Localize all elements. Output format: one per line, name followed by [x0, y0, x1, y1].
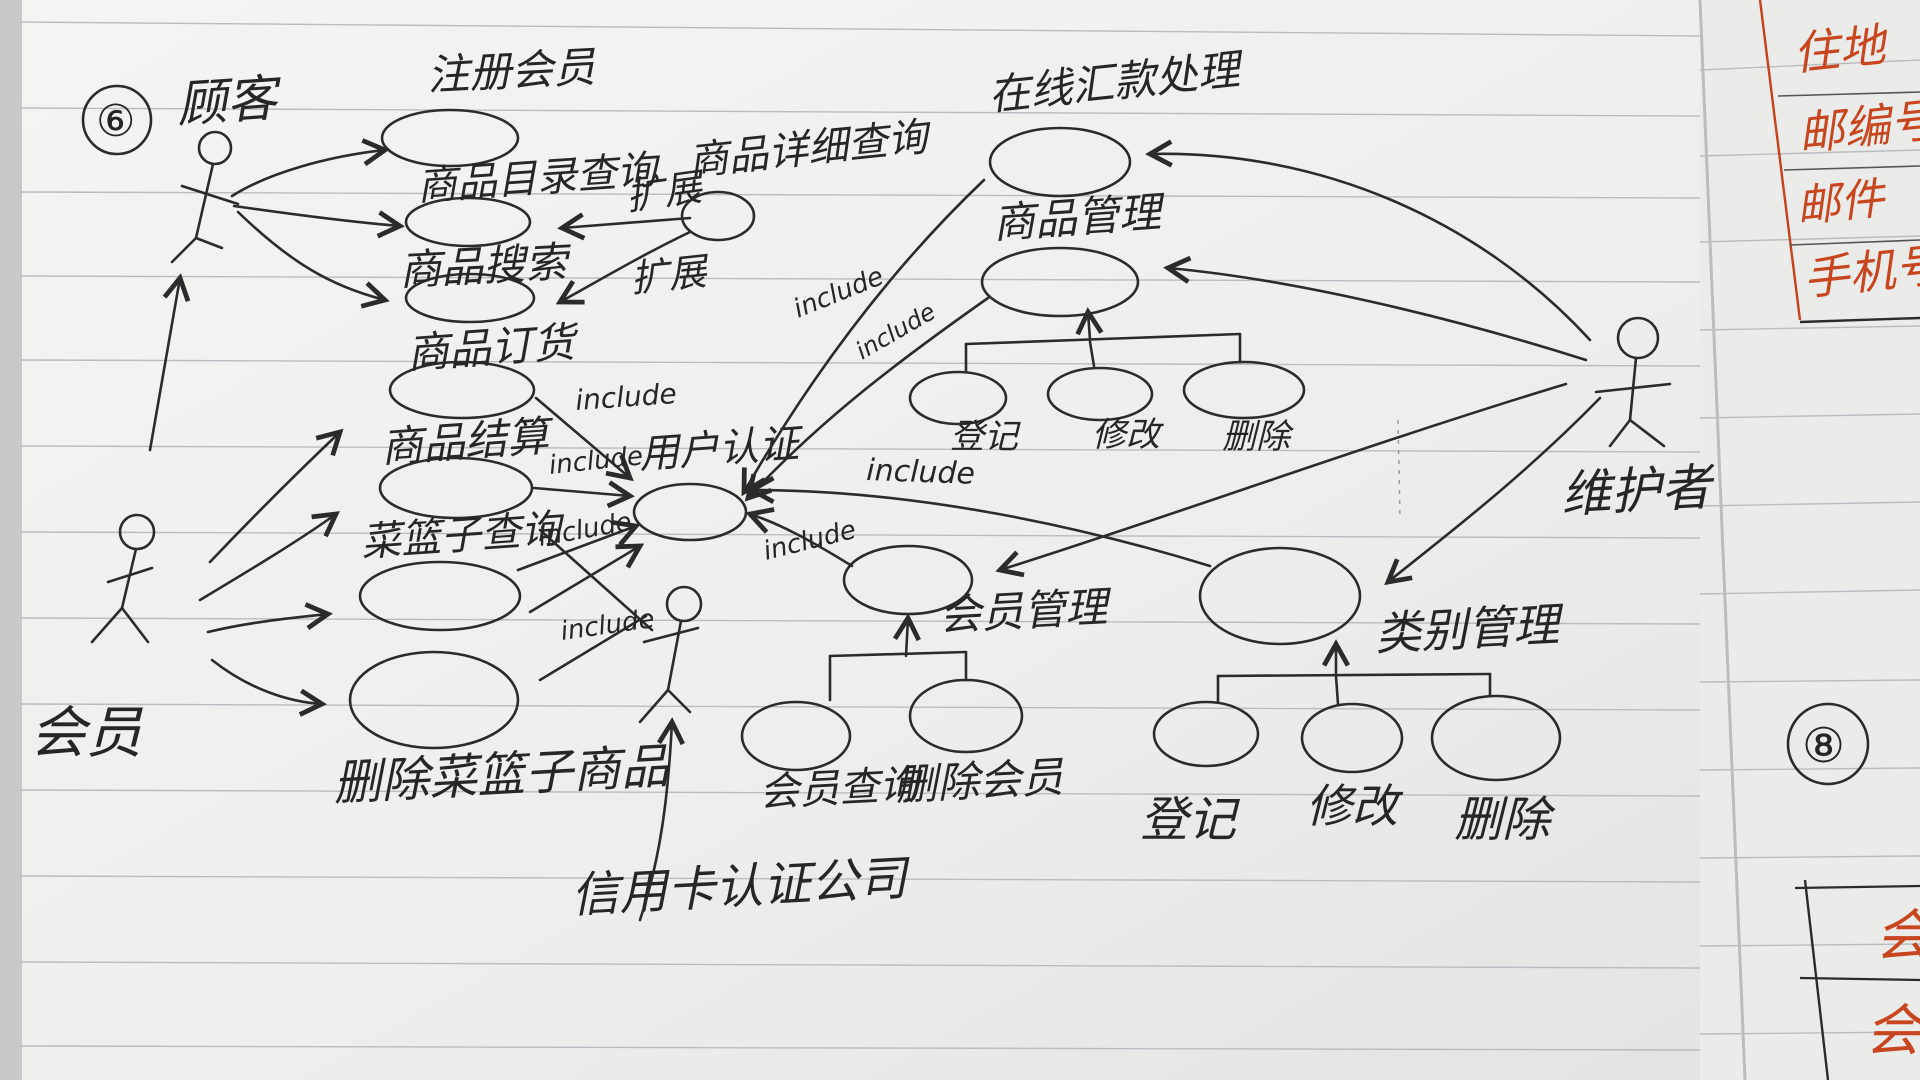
ruled-lines	[19, 21, 1920, 1051]
product-modify-label: 修改	[1092, 415, 1164, 455]
usecase-product-management-label: 商品管理	[991, 187, 1167, 248]
category-management-generalisation	[1216, 644, 1492, 706]
side-notes-table: 住地 邮编号码 邮件 手机号 会 会	[1758, 0, 1920, 1080]
product-delete-label: 删除	[1222, 417, 1294, 457]
usecase-product-order	[388, 360, 536, 420]
include-relations-right	[744, 178, 1212, 568]
usecase-product-register	[908, 370, 1008, 426]
page-gutter	[1698, 0, 1747, 1080]
side-note-bottom-1: 会	[1875, 904, 1920, 969]
usecase-member-query	[740, 700, 852, 772]
actor-credit-company	[638, 585, 703, 724]
usecase-member-management-label: 会员管理	[938, 582, 1113, 640]
page-shadow-left	[0, 0, 22, 1080]
usecase-category-management	[1198, 546, 1362, 646]
usecase-product-checkout	[378, 456, 534, 520]
usecase-category-modify	[1300, 702, 1404, 774]
next-page-number: ⑧	[1802, 718, 1845, 774]
actor-maintainer-label: 维护者	[1560, 458, 1718, 524]
include-label-1: include	[574, 377, 678, 417]
actor-customer	[170, 130, 240, 264]
member-management-generalisation	[828, 618, 968, 702]
member-associations	[198, 432, 340, 704]
usecase-online-payment	[988, 126, 1132, 198]
usecase-category-management-label: 类别管理	[1374, 597, 1567, 661]
maintainer-associations	[1000, 154, 1602, 582]
usecase-product-delete	[1182, 360, 1306, 420]
usecase-delete-basket-item	[348, 650, 520, 750]
customer-associations	[230, 150, 400, 300]
usecase-product-modify	[1046, 366, 1154, 422]
side-note-bottom-2: 会	[1865, 999, 1920, 1064]
actor-maintainer	[1594, 316, 1672, 448]
product-register-label: 登记	[950, 417, 1021, 457]
usecase-detail-query	[680, 190, 756, 242]
actor-customer-label: 顾客	[175, 69, 285, 134]
page-number: ⑥	[96, 96, 135, 147]
usecase-category-delete	[1430, 694, 1562, 782]
category-delete-label: 删除	[1454, 792, 1556, 848]
usecase-basket-query	[358, 560, 522, 632]
product-management-generalisation	[964, 312, 1242, 374]
usecase-register-member-label: 注册会员	[426, 42, 597, 100]
member-to-customer-arrow	[148, 278, 180, 452]
page-number-circle	[81, 84, 153, 156]
usecase-register-member	[380, 108, 520, 168]
usecase-member-query-label: 会员查询	[758, 761, 925, 816]
extend-detail-to-search	[560, 230, 692, 302]
usecase-product-search-label: 商品搜索	[398, 237, 573, 295]
extend-label-2: 扩展	[628, 249, 712, 301]
usecase-product-checkout-label: 商品结算	[379, 411, 556, 472]
side-note-1: 住地	[1791, 17, 1892, 81]
include-label-7: include	[866, 453, 976, 492]
actor-member-label: 会员	[30, 701, 143, 766]
category-modify-label: 修改	[1306, 779, 1404, 833]
extend-detail-to-catalog	[562, 218, 692, 228]
category-register-label: 登记	[1140, 792, 1241, 848]
usecase-product-order-label: 商品订货	[405, 317, 581, 378]
usecase-product-management	[980, 246, 1140, 318]
faint-dashed-line	[1397, 419, 1401, 521]
actor-member	[90, 513, 156, 644]
usecase-delete-member-label: 删除会员	[894, 752, 1065, 810]
include-relations-left	[516, 396, 654, 682]
next-page-number-circle	[1786, 702, 1870, 786]
usecase-catalog-query	[404, 196, 532, 248]
usecase-product-search	[404, 272, 536, 324]
side-note-3: 邮件	[1794, 173, 1890, 233]
usecase-category-register	[1152, 700, 1260, 768]
credit-company-link	[638, 722, 672, 922]
